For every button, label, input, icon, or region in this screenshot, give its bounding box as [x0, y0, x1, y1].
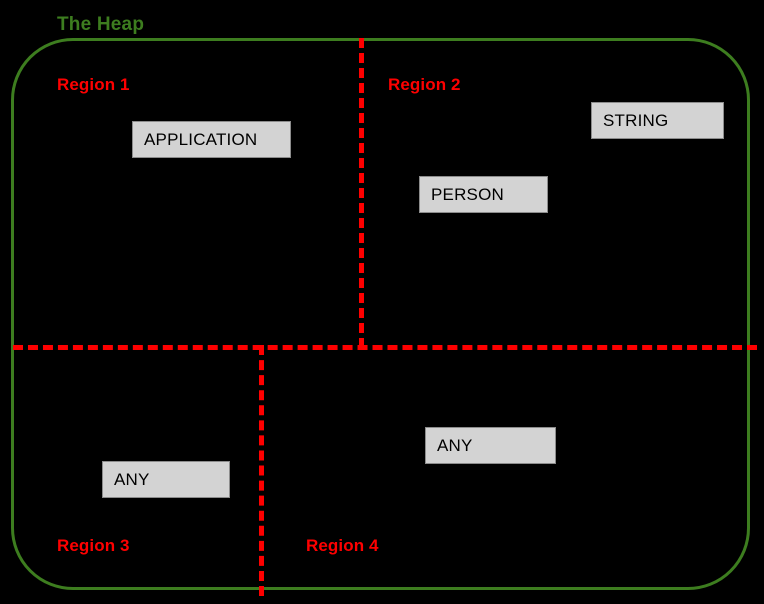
object-label: PERSON: [431, 184, 504, 204]
object-label: STRING: [603, 110, 669, 130]
horizontal-divider: [13, 345, 757, 350]
region-1-label: Region 1: [57, 75, 130, 94]
heap-boundary: [11, 38, 750, 590]
region-3-label: Region 3: [57, 536, 130, 555]
object-label: ANY: [437, 435, 473, 455]
object-box-any-region-3: ANY: [102, 461, 230, 498]
object-label: APPLICATION: [144, 129, 258, 149]
object-box-string: STRING: [591, 102, 724, 139]
vertical-divider-lower: [259, 345, 264, 596]
region-4-label: Region 4: [306, 536, 379, 555]
object-box-person: PERSON: [419, 176, 548, 213]
object-box-application: APPLICATION: [132, 121, 291, 158]
region-2-label: Region 2: [388, 75, 461, 94]
heap-title-label: The Heap: [57, 14, 145, 35]
vertical-divider-upper: [359, 38, 364, 348]
object-label: ANY: [114, 469, 150, 489]
object-box-any-region-4: ANY: [425, 427, 556, 464]
